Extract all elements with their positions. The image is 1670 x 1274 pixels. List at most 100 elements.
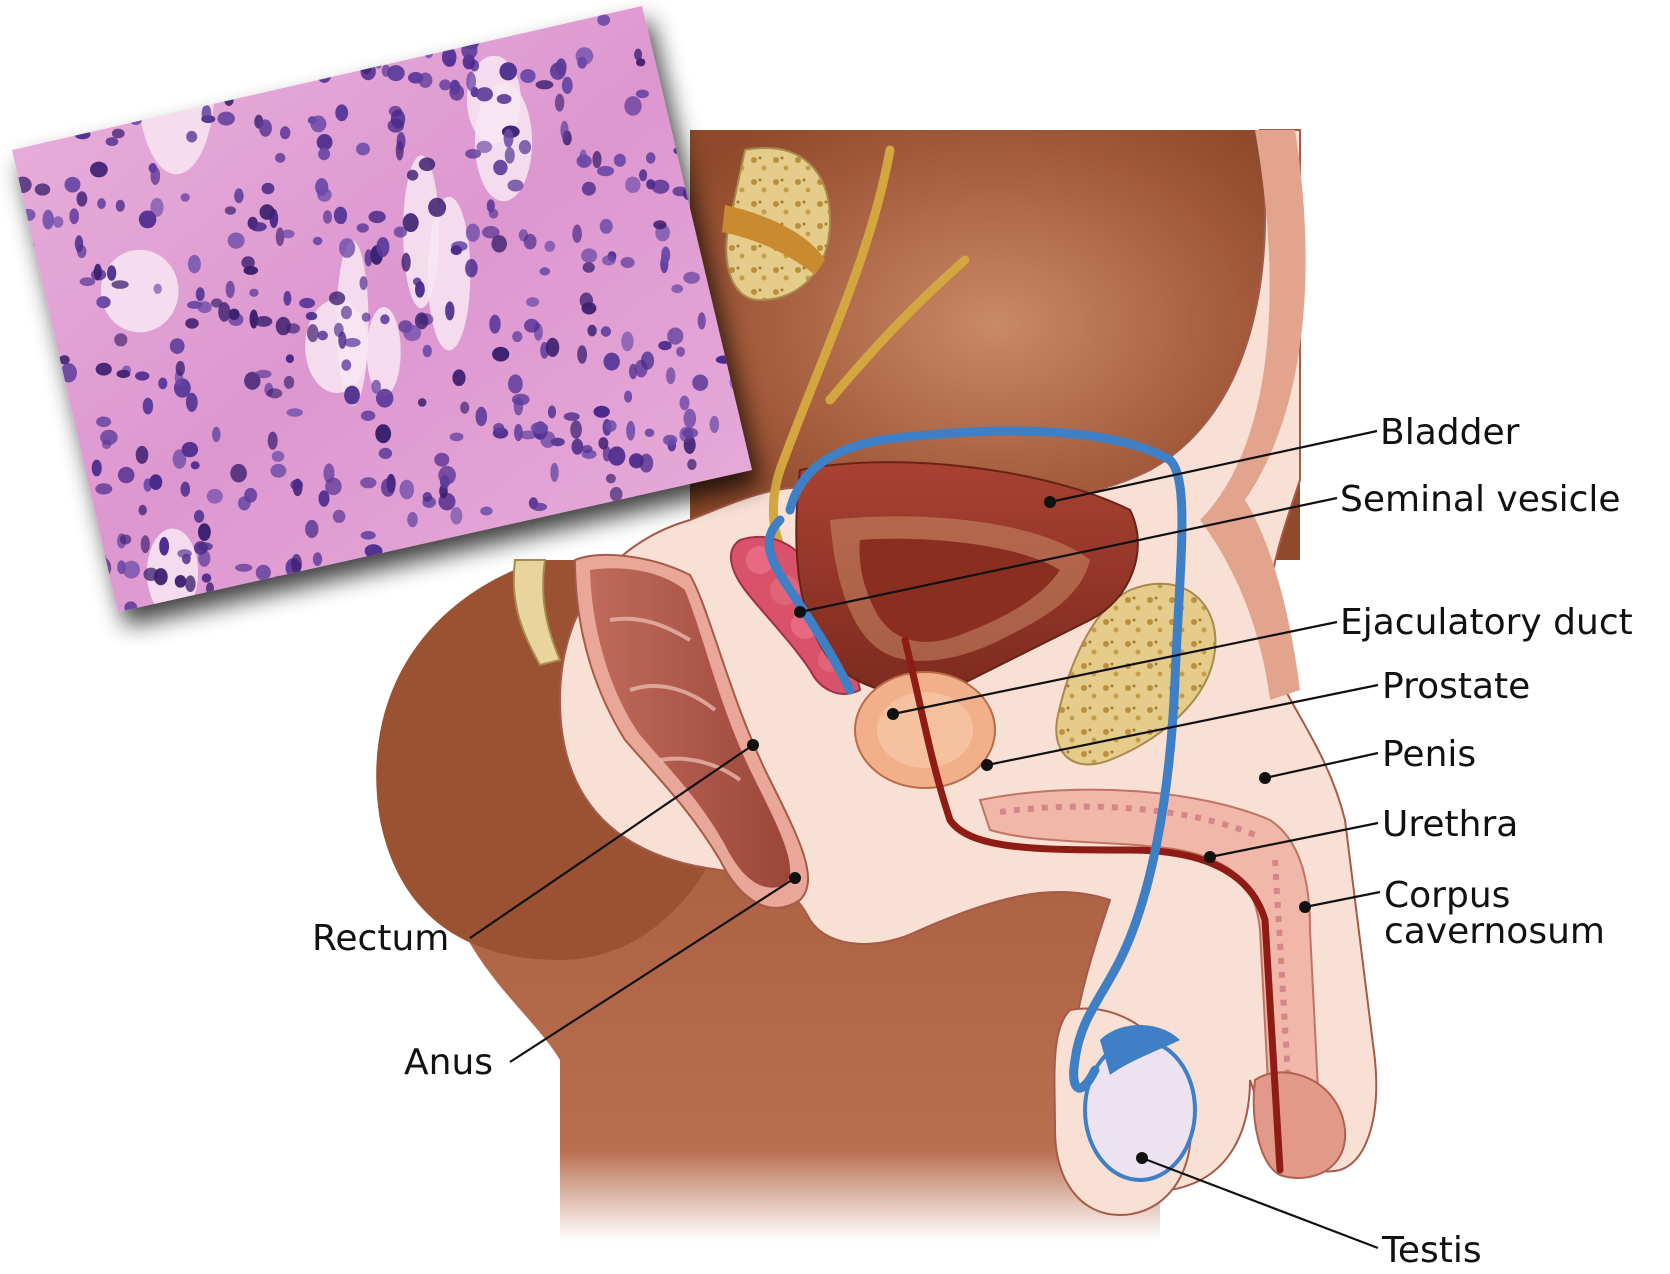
cell-nucleus [673, 187, 688, 197]
cell-nucleus [85, 535, 97, 552]
cell-nucleus [94, 264, 102, 281]
cell-nucleus [379, 448, 392, 459]
cell-nucleus [118, 467, 135, 483]
cell-nucleus [389, 106, 402, 117]
cell-nucleus [97, 198, 106, 209]
cell-nucleus [75, 130, 91, 140]
cell-nucleus [249, 289, 258, 297]
cell-nucleus [11, 208, 26, 216]
cell-nucleus [382, 65, 391, 77]
cell-nucleus [226, 281, 235, 298]
cell-nucleus [191, 461, 200, 469]
cell-nucleus [451, 245, 462, 255]
cell-nucleus [625, 177, 640, 193]
cell-nucleus [583, 262, 595, 273]
cell-nucleus [218, 112, 235, 126]
cell-nucleus [536, 80, 554, 89]
cell-nucleus [610, 487, 623, 501]
cell-nucleus [439, 79, 451, 90]
cell-nucleus [260, 204, 275, 220]
label-corpus-line2: cavernosum [1384, 911, 1605, 952]
cell-nucleus [53, 216, 63, 228]
cell-nucleus [96, 417, 111, 428]
cell-nucleus [476, 141, 492, 153]
cell-nucleus [450, 507, 462, 524]
cell-nucleus [673, 147, 686, 155]
cell-nucleus [666, 79, 675, 89]
cell-nucleus [577, 57, 587, 69]
cell-nucleus [512, 331, 522, 342]
cell-nucleus [92, 109, 104, 120]
cell-nucleus [58, 96, 67, 111]
cell-nucleus [16, 240, 34, 251]
cell-nucleus [371, 380, 381, 394]
cell-nucleus [96, 296, 110, 308]
cell-nucleus [555, 94, 564, 112]
cell-nucleus [698, 312, 706, 329]
cell-nucleus [149, 474, 162, 490]
cell-nucleus [61, 363, 77, 382]
cell-nucleus [514, 424, 523, 441]
cell-nucleus [514, 397, 523, 415]
cell-nucleus [504, 129, 514, 148]
cell-nucleus [298, 16, 307, 33]
cell-nucleus [419, 158, 435, 172]
cell-nucleus [312, 40, 327, 55]
cell-nucleus [562, 77, 573, 94]
cell-nucleus [460, 402, 469, 414]
cell-nucleus [159, 537, 169, 556]
cell-nucleus [505, 147, 515, 164]
cell-nucleus [581, 248, 597, 263]
cell-nucleus [388, 119, 404, 133]
cell-nucleus [747, 68, 760, 81]
cell-nucleus [341, 359, 351, 370]
cell-nucleus [239, 21, 249, 30]
cell-nucleus [356, 143, 370, 156]
cell-nucleus [582, 182, 596, 196]
cell-nucleus [463, 28, 476, 44]
cell-nucleus [540, 267, 551, 275]
cell-nucleus [587, 325, 596, 337]
cell-nucleus [405, 40, 414, 56]
cell-nucleus [276, 228, 285, 247]
cell-nucleus [16, 12, 26, 27]
cell-nucleus [408, 593, 417, 605]
cell-nucleus [594, 406, 610, 418]
cell-nucleus [687, 459, 696, 470]
cell-nucleus [550, 463, 558, 482]
cell-nucleus [34, 539, 52, 558]
cell-nucleus [158, 378, 167, 390]
label-rectum: Rectum [312, 918, 449, 959]
cell-nucleus [143, 398, 153, 415]
cell-nucleus [531, 503, 547, 511]
cell-nucleus [90, 162, 108, 178]
cell-nucleus [344, 386, 360, 405]
cell-nucleus [69, 92, 82, 111]
cell-nucleus [540, 431, 555, 448]
cell-nucleus [403, 213, 419, 232]
cell-nucleus [493, 423, 504, 433]
cell-nucleus [23, 107, 36, 118]
cell-nucleus [286, 354, 294, 363]
cell-nucleus [95, 483, 112, 494]
cell-nucleus [579, 149, 587, 167]
cell-nucleus [218, 302, 230, 322]
cell-nucleus [198, 523, 211, 541]
cell-nucleus [428, 198, 446, 217]
cell-nucleus [624, 391, 632, 403]
cell-nucleus [225, 206, 236, 215]
cell-nucleus [524, 234, 537, 250]
cell-nucleus [329, 291, 345, 305]
cell-nucleus [48, 122, 57, 132]
cell-nucleus [33, 344, 43, 354]
cell-nucleus [7, 461, 24, 474]
cell-nucleus [291, 13, 309, 21]
cell-nucleus [55, 456, 64, 471]
cell-nucleus [380, 314, 389, 324]
cell-nucleus [177, 549, 191, 558]
cell-nucleus [366, 554, 376, 562]
cell-nucleus [23, 489, 38, 506]
cell-nucleus [276, 317, 291, 335]
cell-nucleus [614, 154, 626, 167]
